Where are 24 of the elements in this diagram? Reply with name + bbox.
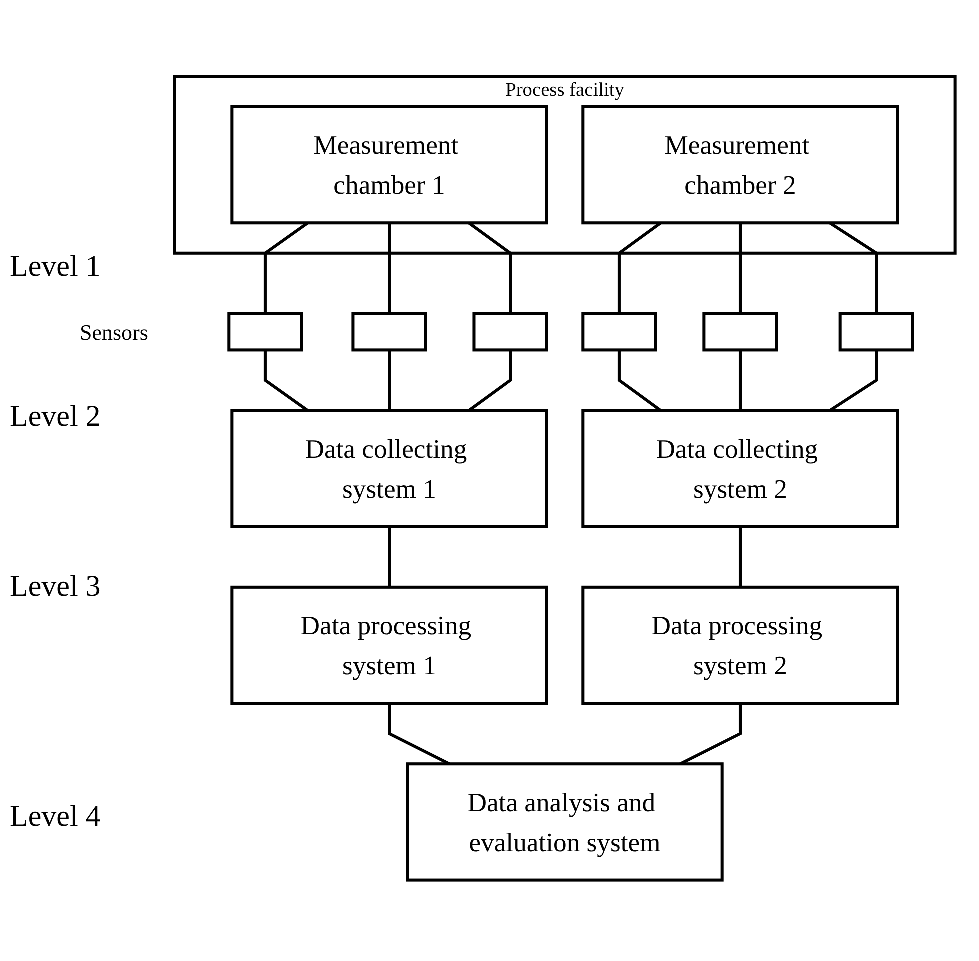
node-box: Data processing system 1 — [230, 585, 548, 705]
node-box: Measurement chamber 1 — [230, 104, 548, 224]
connector — [388, 222, 391, 314]
node-box: Measurement chamber 2 — [581, 104, 899, 224]
node-box: Data collecting system 2 — [581, 408, 899, 528]
level-label: Level 1 — [10, 250, 101, 284]
level-label: Level 4 — [10, 800, 101, 834]
sensors-label: Sensors — [80, 320, 148, 346]
level-label: Level 2 — [10, 400, 101, 434]
connector — [738, 222, 742, 314]
node-box: Data collecting system 1 — [230, 408, 548, 528]
connector — [388, 526, 391, 587]
node-box — [581, 312, 657, 352]
level-label: Level 3 — [10, 570, 101, 604]
connector — [738, 350, 742, 410]
node-box — [351, 312, 427, 352]
connector — [738, 526, 742, 587]
node-box: Data processing system 2 — [581, 585, 899, 705]
node-box: Data analysis and evaluation system — [406, 762, 724, 882]
node-box — [227, 312, 303, 352]
node-box — [838, 312, 914, 352]
connector — [388, 350, 391, 410]
node-box — [472, 312, 548, 352]
node-box — [702, 312, 778, 352]
